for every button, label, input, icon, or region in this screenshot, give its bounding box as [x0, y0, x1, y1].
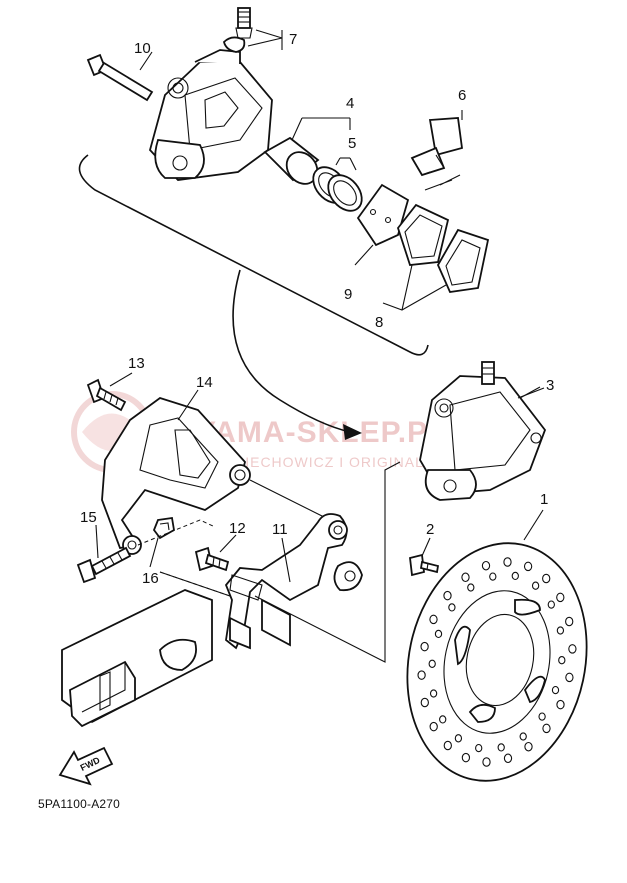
clip	[152, 516, 175, 540]
brake-disc	[406, 542, 588, 782]
disc-hole	[556, 626, 565, 635]
assembly-arrow	[232, 269, 362, 440]
brake-pads	[396, 203, 490, 293]
caliper-assembly	[419, 361, 547, 501]
callout-13: 13	[128, 355, 145, 372]
disc-hole	[556, 699, 565, 710]
disc-hole	[542, 723, 551, 734]
callout-16: 16	[142, 570, 159, 587]
disc-hole	[524, 741, 533, 752]
callout-2: 2	[426, 521, 434, 538]
disc-hole	[531, 581, 540, 590]
disc-hole	[497, 743, 505, 752]
disc-bolt	[409, 553, 440, 577]
caliper-bolt	[194, 546, 230, 572]
callout-15: 15	[80, 509, 97, 526]
disc-hole	[519, 732, 527, 741]
disc-hole	[417, 670, 426, 680]
disc-hole	[568, 644, 577, 654]
callout-6: 6	[458, 87, 466, 104]
disc-hole	[434, 629, 443, 639]
disc-hole	[565, 672, 574, 683]
callout-11: 11	[272, 521, 288, 538]
disc-hole	[565, 616, 574, 627]
disc-hole	[503, 557, 512, 567]
disc-hole	[443, 740, 452, 751]
pin-bolt	[86, 53, 154, 102]
fwd-arrow-icon: FWD	[58, 746, 114, 786]
watermark-main-text: YAMA-SKLEP.PL	[196, 416, 447, 449]
disc-hole	[542, 573, 551, 584]
guide-line	[137, 519, 216, 546]
disc-hole	[420, 697, 429, 708]
disc-hole	[428, 659, 436, 668]
disc-hole	[489, 572, 497, 581]
caliper-exploded-group	[78, 7, 490, 356]
piston-seals	[312, 166, 363, 212]
disc-hole	[448, 603, 456, 612]
callout-8: 8	[375, 314, 383, 331]
disc-hole	[454, 734, 463, 743]
disc-hole	[467, 583, 475, 592]
callout-9: 9	[344, 286, 352, 303]
disc-hole	[503, 753, 513, 764]
disc-hole	[475, 743, 483, 753]
disc-hole	[511, 571, 519, 581]
disc-hole	[547, 600, 555, 609]
callout-5: 5	[348, 135, 356, 152]
pad-spring	[356, 183, 410, 247]
group-bracket	[78, 154, 429, 356]
pad-pin	[410, 117, 463, 177]
callout-12: 12	[229, 520, 246, 537]
callout-14: 14	[196, 374, 213, 391]
disc-hole	[556, 592, 565, 603]
disc-hole	[429, 614, 438, 625]
disc-hole	[420, 641, 429, 652]
diagram-code: 5PA1100-A270	[38, 797, 121, 811]
disc-hole	[439, 715, 447, 724]
callout-3: 3	[546, 377, 554, 394]
bracket-bolt-upper	[86, 378, 127, 412]
disc-hole	[558, 656, 566, 665]
disc-hole	[429, 721, 438, 732]
swing-arm	[61, 589, 213, 728]
disc-hole	[482, 757, 491, 767]
watermark-sub-text: WÓJCIECHOWICZ I ORIGINAL YAMAHA	[200, 454, 492, 470]
callout-1: 1	[540, 491, 548, 508]
piston	[263, 136, 320, 185]
disc-hole	[429, 689, 438, 698]
disc-hole	[551, 685, 560, 695]
disc-hole	[538, 712, 546, 721]
callout-4: 4	[346, 95, 354, 112]
caliper-body	[148, 49, 273, 181]
callout-10: 10	[134, 40, 151, 57]
disc-hole	[523, 561, 533, 572]
bleed-screw	[223, 7, 253, 53]
disc-hole	[461, 572, 470, 583]
disc-hole	[461, 752, 471, 763]
callout-7: 7	[289, 31, 297, 48]
bracket-bolt-lower	[76, 546, 132, 584]
disc-hole	[481, 560, 491, 571]
callout-labels: 10 7 4 5 6 9 8 13 14 3 1 2 12 11 15 16	[80, 31, 554, 587]
brake-bracket-link	[224, 513, 363, 650]
disc-hole	[443, 590, 452, 601]
